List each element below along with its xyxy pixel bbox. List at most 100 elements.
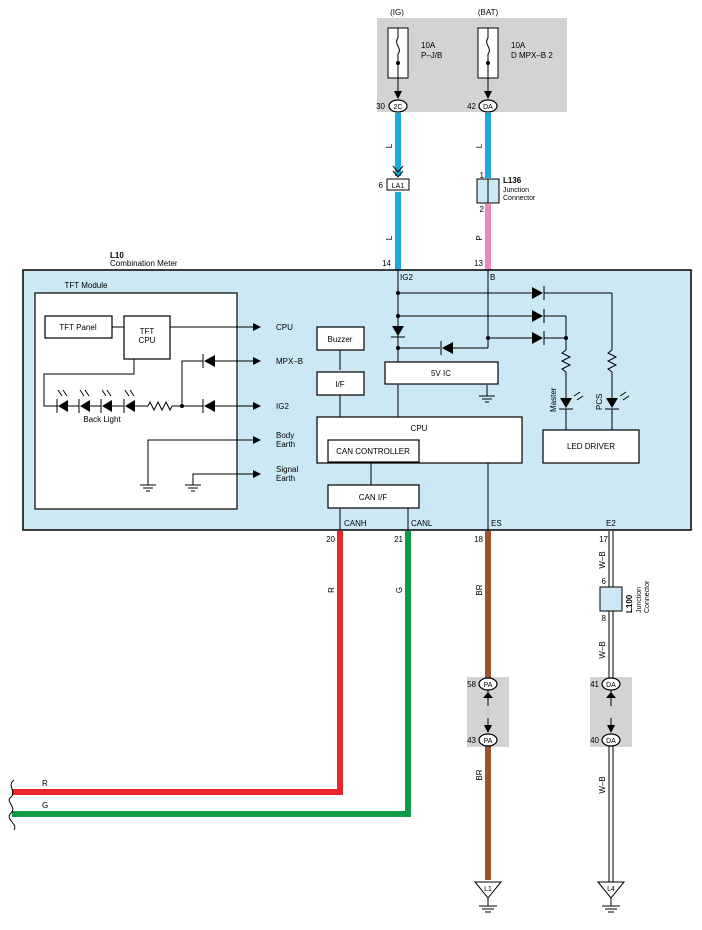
tft-cpu-label-1: TFT (140, 327, 155, 336)
led-driver-block (542, 429, 640, 464)
backlight-leds: Back Light (56, 354, 261, 424)
l100-name-2: Connector (644, 580, 651, 613)
wire-canh: R R (12, 531, 343, 795)
l136-name-1: Junction (503, 187, 529, 194)
wire-canl-end-label: G (42, 801, 48, 810)
sig-body-2: Earth (276, 440, 295, 449)
l136-pin-upper: 1 (480, 171, 485, 180)
fuse-bat: (BAT) 10A D MPX–B 2 42 DA (467, 8, 567, 113)
l100-id: L100 (625, 594, 634, 613)
tft-module: TFT Module TFT Panel TFT CPU (34, 281, 303, 510)
wire-bat-color-lower: P (475, 235, 484, 240)
meter-pin-18: 18 (474, 535, 483, 544)
fuse-ig-conn: 2C (394, 104, 403, 111)
fuse-bat-rating: 10A (511, 41, 526, 50)
pa-pin-upper: 58 (467, 680, 476, 689)
wire-es-color-upper: BR (475, 584, 484, 595)
vic-block (384, 361, 499, 385)
meter-pin-14: 14 (382, 259, 391, 268)
l136-pin-lower: 2 (480, 205, 485, 214)
da-pin-lower: 40 (590, 736, 599, 745)
meter-pin-13: 13 (474, 259, 483, 268)
led-driver-label: LED DRIVER (567, 442, 615, 451)
fuse-ig-connector (388, 99, 408, 113)
pcs-label: PCS (595, 394, 604, 410)
wire-canl-color: G (395, 587, 404, 593)
ground-l4-label: L4 (607, 886, 615, 893)
sig-body-1: Body (276, 431, 294, 440)
sig-cpu: CPU (276, 323, 293, 332)
pa-pin-lower: 43 (467, 736, 476, 745)
fuse-bat-source: (BAT) (478, 8, 499, 17)
meter-name: Combination Meter (110, 259, 178, 268)
meter-pin-21: 21 (394, 535, 403, 544)
meter-pin-canh: CANH (344, 519, 367, 528)
master-label: Master (549, 387, 558, 412)
meter-pin-e2: E2 (606, 519, 616, 528)
tft-cpu-block (123, 315, 171, 360)
fuse-ig-rating: 10A (421, 41, 436, 50)
can-if-label: CAN I/F (359, 493, 388, 502)
fuse-ig-pin: 30 (376, 102, 385, 111)
buzzer-label: Buzzer (328, 335, 353, 344)
la1-pin: 6 (379, 181, 384, 190)
wire-canh-end-label: R (42, 779, 48, 788)
meter-internal-wiring (339, 270, 630, 530)
wire-bat-color-upper: L (475, 143, 484, 148)
pa-conn-upper: PA (484, 682, 493, 689)
ground-l4 (596, 881, 626, 899)
wire-ig-color-lower: L (385, 235, 394, 240)
l100-name-1: Junction (636, 587, 643, 613)
l136-name-2: Connector (503, 195, 536, 202)
da-conn-lower: DA (606, 738, 616, 745)
wire-canl: G G (12, 531, 411, 817)
meter-pin-canl: CANL (411, 519, 433, 528)
cpu-label: CPU (411, 424, 428, 433)
meter-pin-17: 17 (599, 535, 608, 544)
fuse-bat-connector (478, 99, 498, 113)
fuse-ig: (IG) 10A P–J/B 30 2C (376, 8, 471, 113)
wire-bat: L P 1 2 L136 Junction Connector 13 (474, 113, 536, 270)
da-connector-lower (601, 733, 621, 747)
l100-pin-upper: 6 (602, 577, 607, 586)
wire-break-symbol (8, 779, 16, 831)
da-conn-upper: DA (606, 682, 616, 689)
wire-es-color-lower: BR (475, 769, 484, 780)
ground-l1-label: L1 (484, 886, 492, 893)
meter-pin-ig2: IG2 (400, 273, 413, 282)
wire-e2-color-3: W–B (598, 776, 607, 793)
meter-pin-b: B (490, 273, 495, 282)
wire-ig-color-upper: L (385, 143, 394, 148)
fuse-ig-element (396, 28, 400, 78)
fuse-bat-pin: 42 (467, 102, 476, 111)
wire-canh-line (12, 531, 343, 795)
ground-l1 (473, 881, 503, 899)
tft-cpu-label-2: CPU (139, 336, 156, 345)
sig-ig2: IG2 (276, 402, 289, 411)
fuse-ig-name: P–J/B (421, 51, 442, 60)
pa-connector-lower (478, 733, 498, 747)
fuse-bat-name: D MPX–B 2 (511, 51, 553, 60)
sig-signal-1: Signal (276, 465, 298, 474)
fuse-ig-source: (IG) (390, 8, 404, 17)
meter-pin-es: ES (491, 519, 502, 528)
sig-mpxb: MPX–B (276, 357, 303, 366)
tft-panel-label: TFT Panel (59, 323, 96, 332)
vic-label: 5V IC (431, 369, 451, 378)
wire-e2-color-2: W–B (598, 641, 607, 658)
combination-meter: L10 Combination Meter IG2 B (22, 251, 692, 531)
wire-canh-color: R (327, 587, 336, 593)
l136-id: L136 (503, 176, 522, 185)
sig-signal-2: Earth (276, 474, 295, 483)
tft-title: TFT Module (65, 281, 109, 290)
fuse-bat-element (486, 28, 490, 78)
wire-ig: L L LA1 6 14 (379, 113, 410, 270)
meter-id: L10 (110, 251, 124, 260)
can-controller-block (327, 439, 420, 463)
wire-e2-color-1: W–B (598, 551, 607, 568)
wire-e2: W–B W–B W–B 6 8 L100 Junction Connector … (590, 531, 651, 913)
l100-pin-lower: 8 (602, 614, 607, 623)
if-block (316, 371, 365, 396)
wire-es: BR BR PA 58 PA 43 L1 (467, 531, 509, 913)
